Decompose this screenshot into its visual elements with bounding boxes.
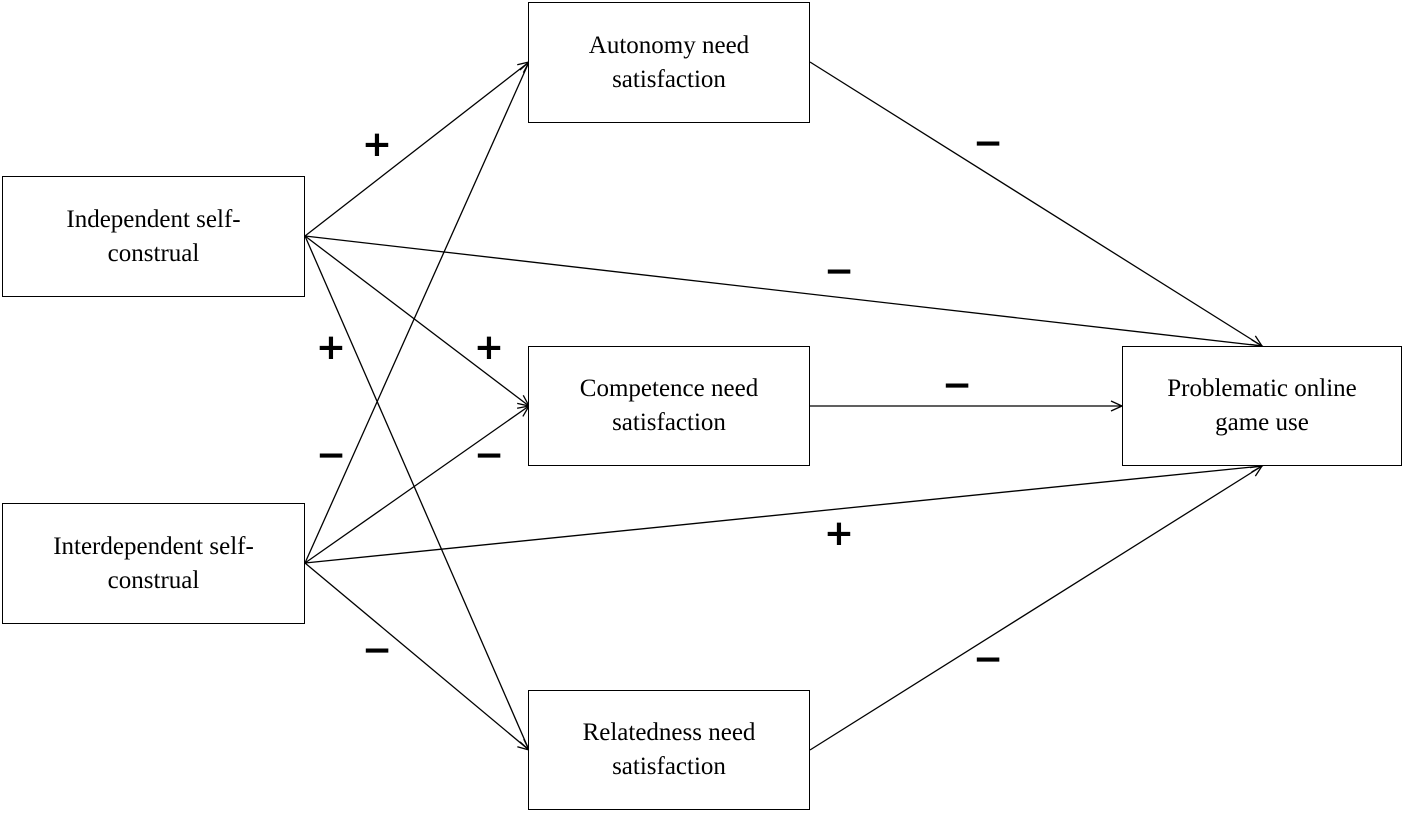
sign-independent-to-problematic: − [823,251,855,292]
sign-interdependent-to-competence: − [473,435,505,476]
sign-independent-to-relatedness: + [315,327,347,368]
node-label-line: Independent self- [66,205,241,233]
node-interdependent-self-construal: Interdependent self-construal [2,503,305,624]
sign-relatedness-to-problematic: − [972,639,1004,680]
node-independent-self-construal: Independent self-construal [2,176,305,297]
edge-interdependent-to-relatedness [304,562,531,752]
node-label-line: satisfaction [612,409,726,436]
edge-independent-to-problematic [304,235,1264,351]
sign-interdependent-to-relatedness: − [361,630,393,671]
edge-interdependent-to-competence [304,405,531,564]
sign-autonomy-to-problematic: − [972,123,1004,164]
node-autonomy-need-satisfaction: Autonomy need satisfaction [528,2,810,123]
sign-competence-to-problematic: − [941,365,973,406]
edge-autonomy-to-problematic [809,61,1264,347]
node-competence-need-satisfaction: Competence need satisfaction [528,346,810,466]
node-problematic-online-game-use: Problematic online game use [1122,346,1402,466]
node-label-line: Competence need [579,375,759,402]
node-label-line: Interdependent self- [53,532,254,560]
edge-relatedness-to-problematic [809,465,1264,751]
edge-interdependent-to-autonomy [304,60,530,564]
edge-independent-to-relatedness [304,235,530,752]
node-label-line: construal [107,566,200,594]
node-label-line: Problematic online [1167,375,1357,402]
sign-independent-to-autonomy: + [361,124,393,165]
sign-interdependent-to-autonomy: − [315,435,347,476]
edge-independent-to-autonomy [304,61,531,237]
node-label-line: construal [107,239,200,267]
node-label-line: Relatedness need [582,719,756,746]
sign-independent-to-competence: + [473,327,505,368]
edge-independent-to-competence [304,235,531,407]
node-label-line: satisfaction [612,753,726,780]
sign-interdependent-to-problematic: + [823,513,855,554]
node-label-line: Autonomy need [588,31,750,59]
node-label-line: satisfaction [612,65,726,93]
edge-interdependent-to-problematic [304,461,1264,564]
node-relatedness-need-satisfaction: Relatedness need satisfaction [528,690,810,810]
node-label-line: game use [1215,409,1309,436]
